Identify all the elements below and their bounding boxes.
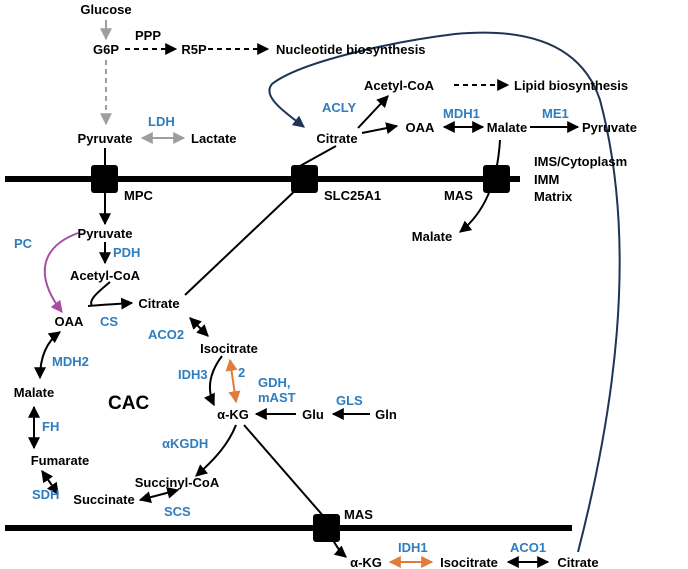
label-slc25a1: SLC25A1 xyxy=(324,188,381,203)
label-citrate-mito: Citrate xyxy=(138,296,179,311)
label-akgdh: αKGDH xyxy=(162,436,208,451)
label-aco1: ACO1 xyxy=(510,540,546,555)
label-fumarate: Fumarate xyxy=(31,453,90,468)
arrow-aco2 xyxy=(189,317,209,337)
label-idh3: IDH3 xyxy=(178,367,208,382)
label-succinylcoa: Succinyl-CoA xyxy=(135,475,220,490)
label-acetylcoa-cyto: Acetyl-CoA xyxy=(364,78,435,93)
label-imm: IMM xyxy=(534,172,559,187)
label-gln: Gln xyxy=(375,407,397,422)
label-oaa-cyto: OAA xyxy=(406,120,436,135)
arrow-citrate-export xyxy=(184,185,301,296)
arrow-mdh2 xyxy=(34,331,61,380)
label-mpc: MPC xyxy=(124,188,154,203)
label-akg-cyto: α-KG xyxy=(350,555,382,569)
transporter-mas-bottom xyxy=(313,514,340,542)
label-mast: mAST xyxy=(258,390,296,405)
label-ims: IMS/Cytoplasm xyxy=(534,154,627,169)
label-lactate: Lactate xyxy=(191,131,237,146)
label-mdh2: MDH2 xyxy=(52,354,89,369)
label-fh: FH xyxy=(42,419,59,434)
label-matrix: Matrix xyxy=(534,189,573,204)
label-pyruvate-mito: Pyruvate xyxy=(78,226,133,241)
label-idh2: 2 xyxy=(238,365,245,380)
arrow-mas-akg xyxy=(331,537,347,558)
label-sdh: SDH xyxy=(32,487,59,502)
transporter-slc25a1 xyxy=(291,165,318,193)
arrow-scs xyxy=(138,486,180,504)
transporter-mas-top xyxy=(483,165,510,193)
arrow-citrate-oaa xyxy=(361,122,399,135)
label-r5p: R5P xyxy=(181,42,207,57)
label-pyruvate-cyto: Pyruvate xyxy=(78,131,133,146)
label-nucleotide: Nucleotide biosynthesis xyxy=(276,42,426,57)
label-ldh: LDH xyxy=(148,114,175,129)
label-gls: GLS xyxy=(336,393,363,408)
label-pdh: PDH xyxy=(113,245,140,260)
label-scs: SCS xyxy=(164,504,191,519)
label-lipid: Lipid biosynthesis xyxy=(514,78,628,93)
label-ppp: PPP xyxy=(135,28,161,43)
label-mas-top: MAS xyxy=(444,188,473,203)
label-aco2: ACO2 xyxy=(148,327,184,342)
label-me1: ME1 xyxy=(542,106,569,121)
label-g6p: G6P xyxy=(93,42,119,57)
arrow-cs xyxy=(87,281,132,306)
label-mdh1: MDH1 xyxy=(443,106,480,121)
label-glu: Glu xyxy=(302,407,324,422)
arrow-slc-citrate xyxy=(299,145,337,167)
label-cac: CAC xyxy=(108,393,149,414)
label-succinate: Succinate xyxy=(73,492,134,507)
label-malate-cyto: Malate xyxy=(487,120,527,135)
label-acetylcoa-mito: Acetyl-CoA xyxy=(70,268,141,283)
label-malate-mito: Malate xyxy=(14,385,54,400)
arrow-akg-export xyxy=(243,424,326,519)
arrow-mas-malate xyxy=(459,139,501,233)
label-idh1: IDH1 xyxy=(398,540,428,555)
label-mas-bottom: MAS xyxy=(344,507,373,522)
label-isocitrate-cyto: Isocitrate xyxy=(440,555,498,569)
label-acly: ACLY xyxy=(322,100,357,115)
label-citrate-cyto: Citrate xyxy=(316,131,357,146)
arrow-akgdh xyxy=(195,424,237,477)
label-malate-matrix: Malate xyxy=(412,229,452,244)
label-oaa-mito: OAA xyxy=(55,314,85,329)
feedback-arrow xyxy=(268,31,621,553)
label-gdh: GDH, xyxy=(258,375,291,390)
arrow-citrate-acetylcoa xyxy=(357,95,389,129)
label-pyruvate-me1: Pyruvate xyxy=(582,120,637,135)
arrow-sdh xyxy=(41,470,59,495)
arrow-pc xyxy=(43,232,79,313)
label-pc: PC xyxy=(14,236,33,251)
arrow-idh3 xyxy=(203,355,223,407)
label-cs: CS xyxy=(100,314,118,329)
label-akg-mito: α-KG xyxy=(217,407,249,422)
label-isocitrate-mito: Isocitrate xyxy=(200,341,258,356)
label-citrate-bottom: Citrate xyxy=(557,555,598,569)
label-glucose: Glucose xyxy=(80,2,131,17)
arrow-idh2 xyxy=(225,358,241,404)
